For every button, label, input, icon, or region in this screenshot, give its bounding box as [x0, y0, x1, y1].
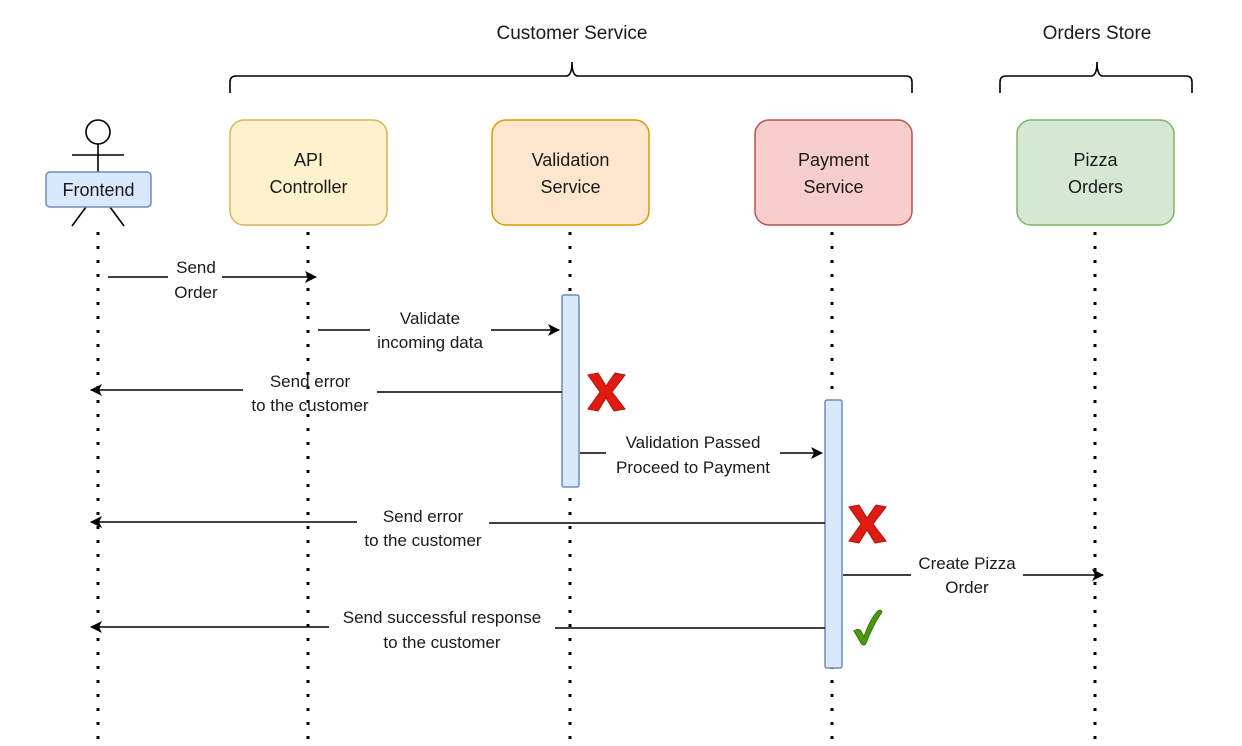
participant-validation[interactable]: Validation Service: [491, 119, 650, 226]
message-validation-passed[interactable]: Validation Passed Proceed to Payment: [580, 433, 823, 477]
message-label: Proceed to Payment: [616, 458, 770, 477]
participant-box: [754, 119, 913, 226]
message-validate-incoming-data[interactable]: Validate incoming data: [318, 309, 560, 352]
group-brace: [229, 61, 913, 93]
message-label: Send: [176, 258, 216, 277]
participant-payment[interactable]: Payment Service: [754, 119, 913, 226]
participant-box: [1016, 119, 1175, 226]
participant-label: Service: [803, 177, 863, 197]
error-x-icon: [848, 504, 887, 544]
participant-label: Service: [540, 177, 600, 197]
participant-frontend[interactable]: Frontend: [45, 119, 152, 227]
participant-label: API: [294, 150, 323, 170]
actor-leg: [109, 206, 125, 227]
message-label: Validation Passed: [626, 433, 761, 452]
participant-label: Pizza: [1073, 150, 1118, 170]
group-customer-service: Customer Service: [229, 23, 913, 93]
message-label: Order: [174, 283, 218, 302]
participant-label: Orders: [1068, 177, 1123, 197]
participant-api[interactable]: API Controller: [229, 119, 388, 226]
participant-label: Frontend: [62, 180, 134, 200]
activation-bar-payment: [824, 399, 843, 669]
participant-label: Validation: [532, 150, 610, 170]
message-send-order[interactable]: Send Order: [108, 258, 317, 302]
message-send-error-payment[interactable]: Send error to the customer: [90, 507, 825, 550]
message-label: to the customer: [251, 396, 369, 415]
group-label: Customer Service: [497, 23, 648, 44]
message-label: Validate: [400, 309, 460, 328]
participant-box: [229, 119, 388, 226]
group-brace: [999, 61, 1193, 93]
activation-bar-validation: [561, 294, 580, 488]
participant-pizza-orders[interactable]: Pizza Orders: [1016, 119, 1175, 226]
message-label: Create Pizza: [918, 554, 1016, 573]
message-label: Send error: [383, 507, 464, 526]
message-label: Send successful response: [343, 608, 541, 627]
participant-box: [491, 119, 650, 226]
message-label: incoming data: [377, 333, 483, 352]
message-create-pizza-order[interactable]: Create Pizza Order: [843, 554, 1104, 597]
message-label: Send error: [270, 372, 351, 391]
participant-label: Payment: [798, 150, 869, 170]
message-label: to the customer: [383, 633, 501, 652]
message-send-error-validation[interactable]: Send error to the customer: [90, 372, 562, 415]
message-label: to the customer: [364, 531, 482, 550]
group-orders-store: Orders Store: [999, 23, 1193, 93]
error-x-icon: [587, 372, 626, 412]
group-label: Orders Store: [1043, 23, 1152, 44]
actor-label-box: [45, 171, 152, 208]
message-label: Order: [945, 578, 989, 597]
message-send-success[interactable]: Send successful response to the customer: [90, 608, 825, 652]
actor-leg: [71, 206, 87, 227]
participant-label: Controller: [269, 177, 347, 197]
success-check-icon: [853, 609, 883, 646]
actor-head: [85, 119, 111, 145]
